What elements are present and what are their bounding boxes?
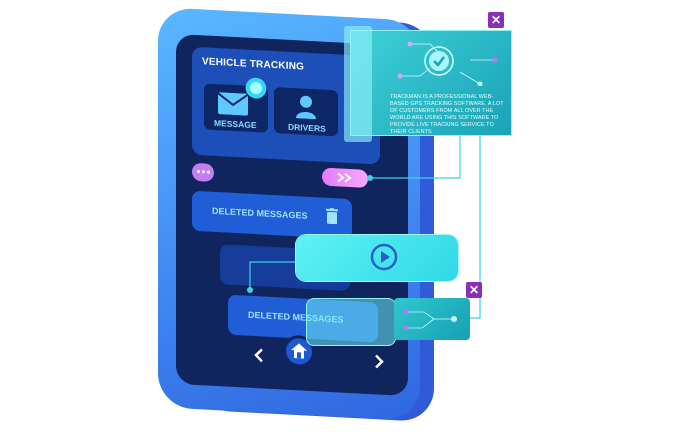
message-tile[interactable]: MESSAGE	[204, 83, 268, 133]
circuit-graphic	[397, 41, 498, 86]
double-chevron-right-icon	[337, 172, 352, 183]
play-icon[interactable]	[370, 243, 398, 271]
drivers-tile[interactable]: DRIVERS	[274, 87, 338, 137]
user-icon	[296, 95, 316, 120]
trash-icon[interactable]	[326, 207, 338, 225]
deleted-messages-card[interactable]: DELETED MESSAGES	[192, 190, 352, 240]
chevron-right-icon[interactable]	[374, 354, 384, 369]
forward-button[interactable]	[322, 167, 368, 188]
info-panel	[350, 30, 512, 136]
close-icon[interactable]: ✕	[466, 282, 482, 298]
bottom-navigation	[194, 337, 384, 385]
glass-overlay	[344, 26, 372, 142]
play-panel	[296, 235, 458, 281]
glass-card	[306, 298, 396, 346]
envelope-icon	[218, 92, 248, 116]
phone-screen: VEHICLE TRACKING MESSAGE DRIVERS	[176, 33, 408, 397]
home-icon	[291, 343, 307, 359]
info-description: TRACKMAN IS A PROFESSIONAL WEB-BASED GPS…	[390, 94, 504, 135]
circuit-graphic	[404, 309, 457, 331]
close-icon[interactable]: ✕	[488, 12, 504, 28]
chevron-left-icon[interactable]	[254, 348, 264, 363]
vehicle-tracking-panel: VEHICLE TRACKING MESSAGE DRIVERS	[192, 46, 380, 165]
home-button[interactable]	[286, 337, 312, 366]
circuit-panel	[394, 298, 470, 340]
check-circle-icon	[424, 46, 454, 76]
